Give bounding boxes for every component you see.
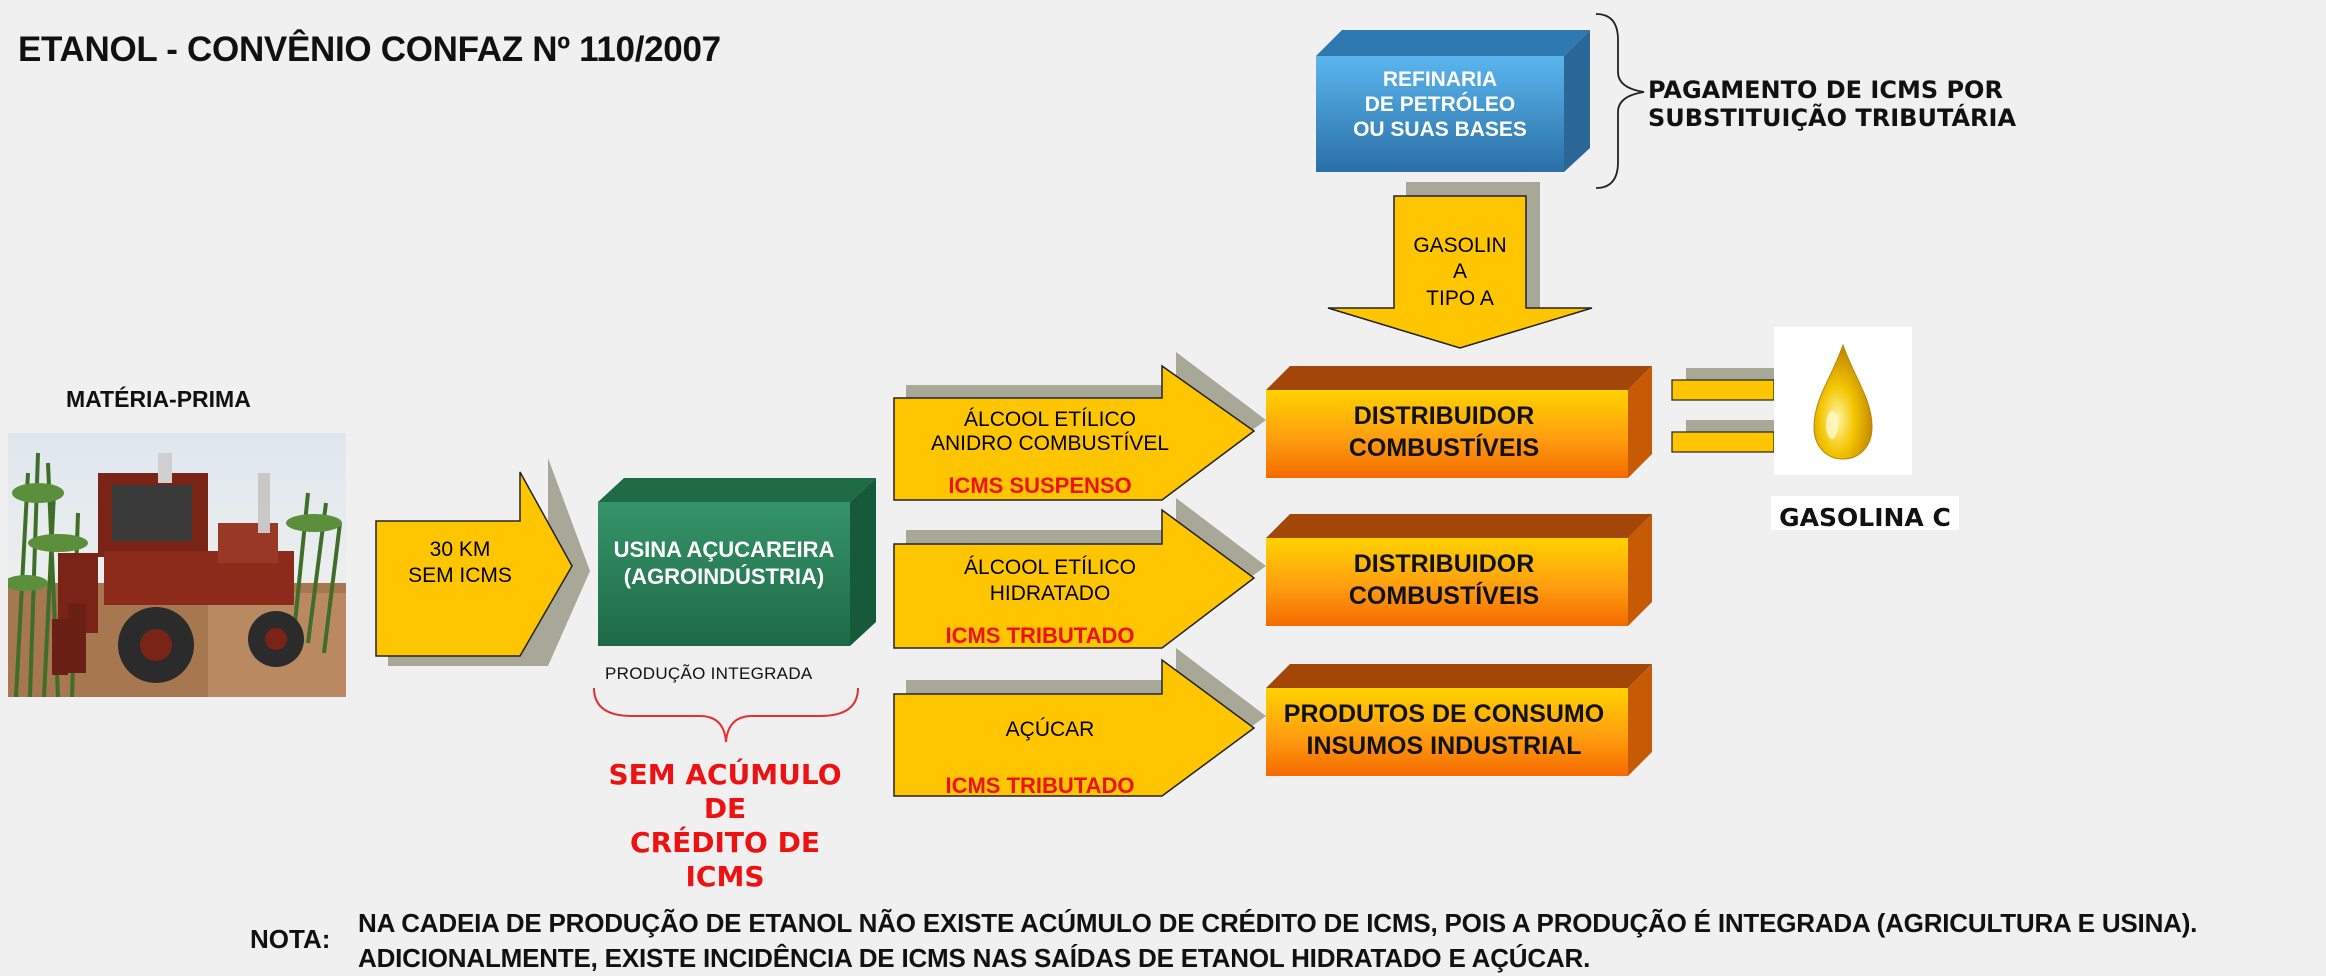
pagamento-line2: SUBSTITUIÇÃO TRIBUTÁRIA [1648, 104, 2017, 132]
produtos-line2: INSUMOS INDUSTRIAL [1307, 732, 1582, 760]
pagamento-line1: PAGAMENTO DE ICMS POR [1648, 76, 2003, 104]
produtos-line1: PRODUTOS DE CONSUMO [1284, 700, 1604, 728]
acucar-status: ICMS TRIBUTADO [945, 773, 1134, 798]
dist1-line2: COMBUSTÍVEIS [1349, 433, 1539, 462]
oil-drop-panel [1774, 327, 1912, 475]
pagamento-label: PAGAMENTO DE ICMS POR SUBSTITUIÇÃO TRIBU… [1648, 76, 2016, 132]
refinaria-line2: DE PETRÓLEO [1365, 92, 1516, 116]
usina-brace [593, 687, 859, 743]
usina-box: USINA AÇUCAREIRA (AGROINDÚSTRIA) [598, 478, 876, 646]
gasolina-c-label: GASOLINA C [1771, 496, 1959, 532]
dist2-line1: DISTRIBUIDOR [1354, 550, 1535, 578]
page-title: ETANOL - CONVÊNIO CONFAZ Nº 110/2007 [18, 30, 721, 69]
harvester-photo [8, 433, 346, 697]
arrow-30km-line2: SEM ICMS [408, 564, 512, 587]
anidro-line2: ANIDRO COMBUSTÍVEL [931, 432, 1169, 455]
produtos-box: PRODUTOS DE CONSUMO INSUMOS INDUSTRIAL [1266, 664, 1652, 776]
hidratado-status: ICMS TRIBUTADO [945, 623, 1134, 648]
refinaria-line1: REFINARIA [1383, 68, 1497, 91]
gasolina-a-line1: GASOLIN [1413, 234, 1506, 257]
dist2-line2: COMBUSTÍVEIS [1349, 581, 1539, 610]
arrow-gasolina-a: GASOLIN A TIPO A [1327, 195, 1593, 349]
arrow-30km: 30 KM SEM ICMS [375, 471, 573, 657]
arrow-acucar: AÇÚCAR ICMS TRIBUTADO [893, 658, 1256, 798]
refinaria-line3: OU SUAS BASES [1353, 118, 1527, 141]
usina-line1: USINA AÇUCAREIRA [614, 537, 835, 562]
refinaria-box: REFINARIA DE PETRÓLEO OU SUAS BASES [1316, 30, 1590, 172]
distribuidor-box-1: DISTRIBUIDOR COMBUSTÍVEIS [1266, 366, 1652, 478]
distribuidor-box-2: DISTRIBUIDOR COMBUSTÍVEIS [1266, 514, 1652, 626]
hidratado-line1: ÁLCOOL ETÍLICO [964, 556, 1136, 579]
hidratado-line2: HIDRATADO [990, 582, 1111, 605]
sem-acumulo-line2: CRÉDITO DE ICMS [630, 826, 820, 893]
producao-integrada-label: PRODUÇÃO INTEGRADA [605, 664, 813, 683]
oil-drop-icon [1813, 343, 1873, 460]
arrow-30km-line1: 30 KM [430, 538, 491, 561]
sem-acumulo-label: SEM ACÚMULO DE CRÉDITO DE ICMS [590, 758, 860, 894]
materia-prima-label: MATÉRIA-PRIMA [66, 386, 251, 412]
refinaria-brace [1595, 13, 1645, 189]
equals-sign [1671, 368, 1788, 453]
nota-line1: NA CADEIA DE PRODUÇÃO DE ETANOL NÃO EXIS… [358, 908, 2198, 938]
nota-line2: ADICIONALMENTE, EXISTE INCIDÊNCIA DE ICM… [358, 943, 1591, 973]
gasolina-a-line3: TIPO A [1426, 287, 1494, 310]
dist1-line1: DISTRIBUIDOR [1354, 402, 1535, 430]
sem-acumulo-line1: SEM ACÚMULO DE [608, 758, 842, 825]
gasolina-a-line2: A [1453, 260, 1467, 283]
usina-line2: (AGROINDÚSTRIA) [624, 564, 824, 589]
anidro-status: ICMS SUSPENSO [948, 473, 1131, 498]
arrow-anidro: ÁLCOOL ETÍLICO ANIDRO COMBUSTÍVEL ICMS S… [893, 364, 1256, 501]
nota-text: NA CADEIA DE PRODUÇÃO DE ETANOL NÃO EXIS… [358, 906, 2197, 976]
arrow-hidratado: ÁLCOOL ETÍLICO HIDRATADO ICMS TRIBUTADO [893, 508, 1256, 649]
anidro-line1: ÁLCOOL ETÍLICO [964, 408, 1136, 431]
acucar-line1: AÇÚCAR [1006, 718, 1095, 741]
nota-label: NOTA: [250, 924, 331, 954]
